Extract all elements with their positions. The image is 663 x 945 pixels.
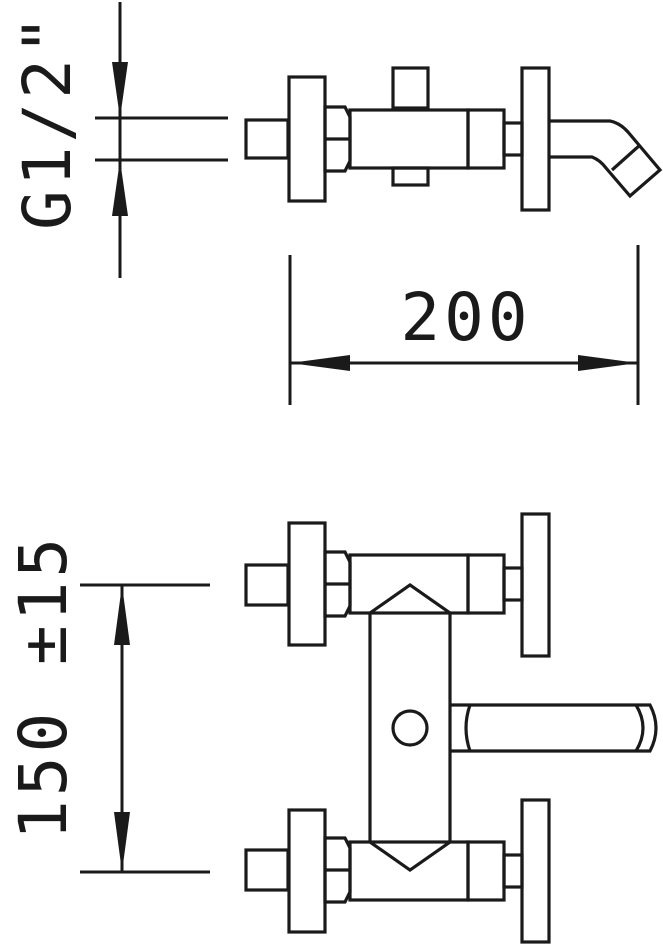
- diverter-knob-front: [391, 709, 429, 747]
- mixer-central-body: [368, 583, 452, 872]
- width-dimension-label: 200: [400, 279, 531, 356]
- mixer-body: [348, 108, 470, 170]
- centers-arrow-top: [114, 585, 130, 645]
- upper-valve-stem: [502, 566, 524, 602]
- faucet-top-view: [244, 66, 663, 212]
- top-view: G1/2" 200: [9, 2, 663, 405]
- spout-front: [450, 703, 658, 753]
- upper-inlet-connector: [244, 563, 290, 607]
- valve-bonnet: [466, 108, 506, 170]
- upper-inlet-assembly: [244, 512, 551, 658]
- spout-end-ring: [634, 704, 645, 752]
- upper-cross-handle: [520, 512, 551, 658]
- lower-valve-bonnet: [466, 840, 506, 902]
- width-arrow-left: [290, 355, 350, 371]
- inlet-connector: [244, 118, 290, 160]
- diverter-knob: [391, 66, 430, 110]
- centers-arrow-bottom: [114, 812, 130, 872]
- lower-cross-handle: [520, 798, 551, 944]
- thread-dimension-label: G1/2": [9, 11, 86, 230]
- bath-spout: [549, 119, 663, 199]
- thread-arrow-top: [112, 62, 128, 118]
- width-dimension: 200: [288, 245, 640, 405]
- upper-wall-flange: [287, 521, 327, 647]
- spout-tip-edge: [610, 143, 642, 172]
- lower-valve-stem: [502, 853, 524, 889]
- valve-stem: [502, 121, 524, 157]
- thread-dimension: G1/2": [9, 2, 228, 278]
- cross-handle: [520, 66, 551, 212]
- lower-wall-flange: [287, 808, 327, 934]
- upper-valve-bonnet: [466, 553, 506, 615]
- wall-flange: [287, 75, 327, 203]
- centers-dimension: 150 ±15: [5, 534, 210, 874]
- centers-dimension-label: 150 ±15: [5, 534, 82, 840]
- width-arrow-right: [578, 355, 638, 371]
- thread-arrow-bottom: [112, 160, 128, 216]
- lower-inlet-connector: [244, 848, 290, 892]
- front-view: 150 ±15: [5, 512, 658, 944]
- bottom-knob: [391, 166, 430, 187]
- lower-inlet-assembly: [244, 798, 551, 944]
- spout-collar: [464, 704, 472, 752]
